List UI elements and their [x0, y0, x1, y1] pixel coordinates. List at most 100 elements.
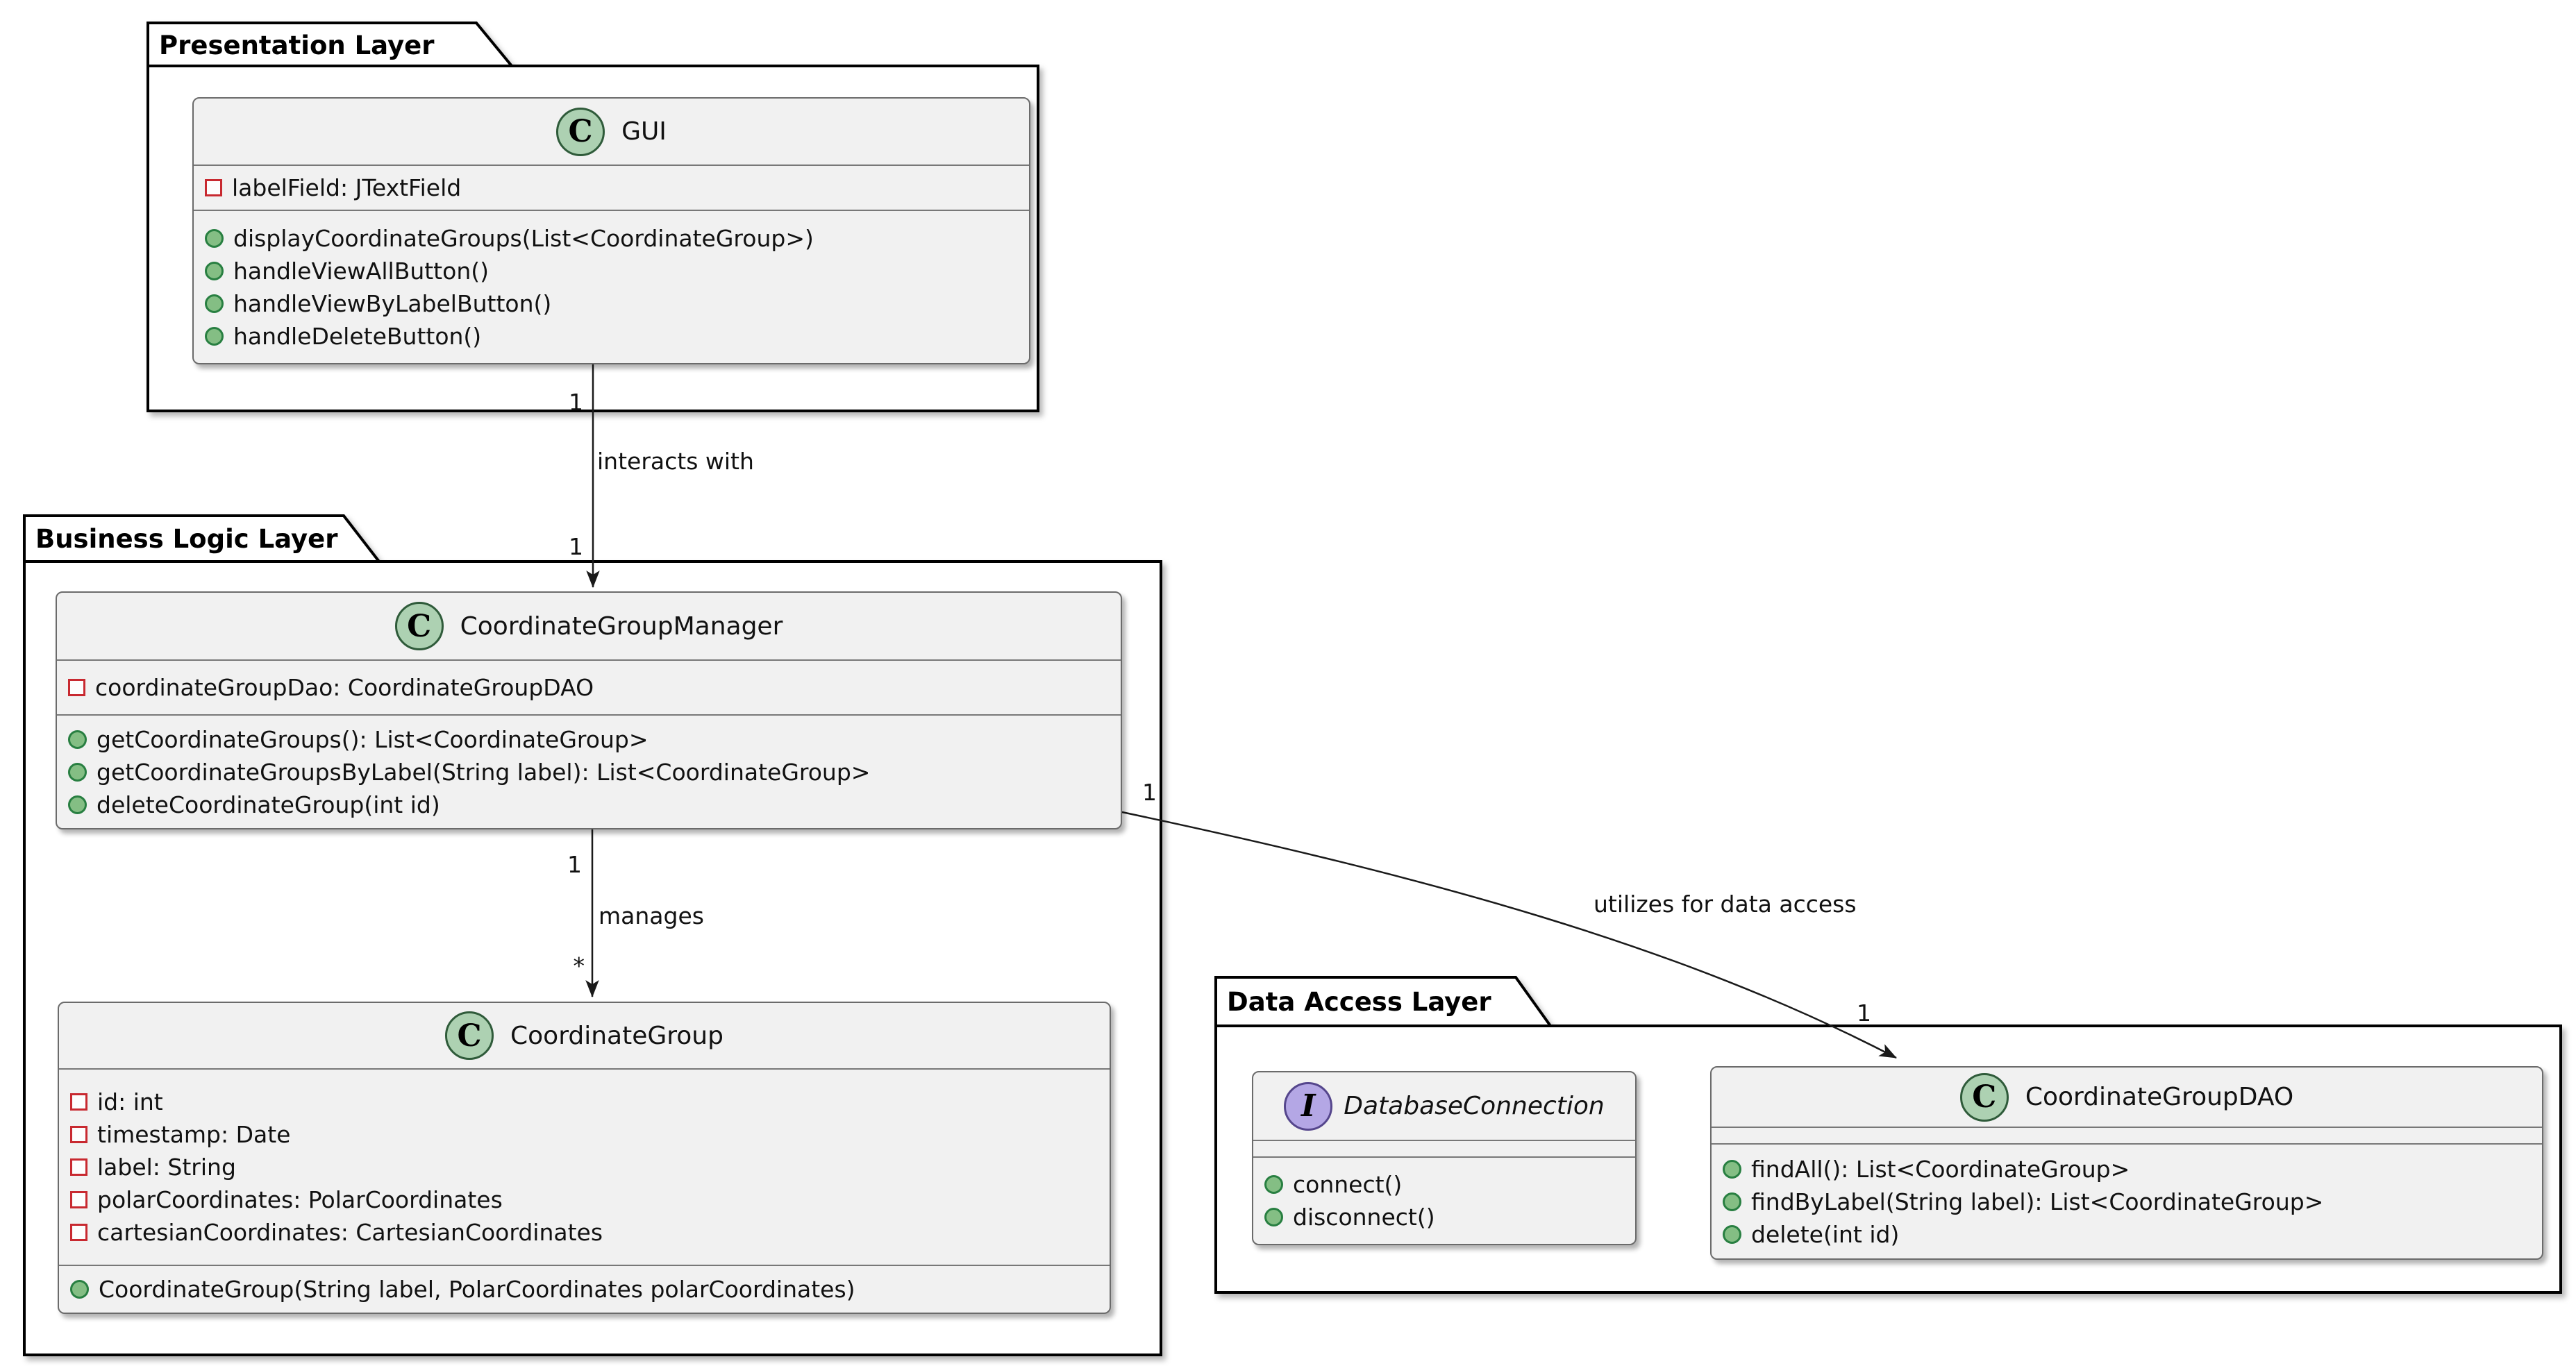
- attribute-row: polarCoordinates: PolarCoordinates: [70, 1183, 1098, 1216]
- edge-label-interacts-with: interacts with: [597, 448, 754, 475]
- attribute-text: id: int: [97, 1088, 163, 1115]
- method-row: deleteCoordinateGroup(int id): [68, 789, 1110, 821]
- class-box-gui: C GUI labelField: JTextField displayCoor…: [192, 97, 1030, 364]
- method-text: disconnect(): [1293, 1204, 1435, 1231]
- attribute-row: coordinateGroupDao: CoordinateGroupDAO: [68, 671, 1110, 704]
- class-stereotype-icon: C: [394, 602, 444, 650]
- stereotype-letter: I: [1300, 1088, 1316, 1124]
- class-stereotype-icon: C: [556, 107, 605, 156]
- public-method-icon: [68, 730, 87, 749]
- class-stereotype-icon: C: [445, 1011, 494, 1060]
- method-row: getCoordinateGroupsByLabel(String label)…: [68, 756, 1110, 789]
- attribute-text: labelField: JTextField: [232, 174, 462, 201]
- public-method-icon: [1723, 1159, 1741, 1179]
- public-method-icon: [68, 795, 87, 814]
- package-title-presentation-layer: Presentation Layer: [159, 31, 435, 60]
- attribute-row: timestamp: Date: [70, 1118, 1098, 1151]
- private-field-icon: [70, 1191, 87, 1208]
- multiplicity-manager-source: 1: [567, 851, 582, 878]
- class-box-coordinate-group-dao: C CoordinateGroupDAO findAll(): List<Coo…: [1710, 1066, 2543, 1260]
- class-attributes-gui: labelField: JTextField: [194, 166, 1029, 210]
- public-method-icon: [68, 762, 87, 782]
- class-name: CoordinateGroupDAO: [2025, 1083, 2294, 1111]
- method-row: connect(): [1264, 1168, 1624, 1201]
- edge-label-manages: manages: [599, 902, 704, 929]
- class-methods-dao: findAll(): List<CoordinateGroup> findByL…: [1712, 1143, 2542, 1258]
- method-row: findByLabel(String label): List<Coordina…: [1723, 1186, 2531, 1218]
- public-method-icon: [205, 228, 224, 248]
- class-methods-manager: getCoordinateGroups(): List<CoordinateGr…: [57, 714, 1121, 828]
- method-row: handleDeleteButton(): [205, 320, 1018, 353]
- method-text: handleViewAllButton(): [233, 257, 489, 285]
- public-method-icon: [205, 261, 224, 280]
- class-attributes-dao: [1712, 1128, 2542, 1143]
- multiplicity-group-end: *: [573, 952, 585, 979]
- interface-stereotype-icon: I: [1284, 1081, 1333, 1131]
- package-title-business-logic-layer: Business Logic Layer: [35, 524, 338, 554]
- attribute-row: labelField: JTextField: [205, 171, 1018, 204]
- method-text: getCoordinateGroups(): List<CoordinateGr…: [97, 725, 649, 753]
- association-manager-to-dao: [1121, 811, 1897, 1059]
- attribute-text: cartesianCoordinates: CartesianCoordinat…: [97, 1219, 603, 1246]
- stereotype-letter: C: [407, 608, 432, 644]
- method-row: findAll(): List<CoordinateGroup>: [1723, 1153, 2531, 1186]
- class-box-coordinate-group-manager: C CoordinateGroupManager coordinateGroup…: [56, 591, 1122, 829]
- method-row: getCoordinateGroups(): List<CoordinateGr…: [68, 723, 1110, 756]
- class-header-group: C CoordinateGroup: [59, 1003, 1110, 1070]
- method-text: handleDeleteButton(): [233, 322, 482, 350]
- multiplicity-gui-end: 1: [569, 389, 583, 416]
- class-name: CoordinateGroupManager: [460, 612, 783, 641]
- attribute-row: cartesianCoordinates: CartesianCoordinat…: [70, 1216, 1098, 1249]
- method-text: delete(int id): [1751, 1220, 1900, 1248]
- class-stereotype-icon: C: [1959, 1072, 2009, 1122]
- method-text: deleteCoordinateGroup(int id): [97, 791, 440, 818]
- public-method-icon: [1264, 1175, 1283, 1194]
- class-methods-group: CoordinateGroup(String label, PolarCoord…: [59, 1265, 1110, 1313]
- method-text: getCoordinateGroupsByLabel(String label)…: [97, 758, 871, 786]
- class-name: GUI: [621, 117, 667, 146]
- method-row: disconnect(): [1264, 1201, 1624, 1233]
- class-box-coordinate-group: C CoordinateGroup id: int timestamp: Dat…: [58, 1002, 1111, 1314]
- method-row: displayCoordinateGroups(List<CoordinateG…: [205, 222, 1018, 255]
- method-text: findByLabel(String label): List<Coordina…: [1751, 1188, 2324, 1215]
- interface-box-database-connection: I DatabaseConnection connect() disconnec…: [1252, 1071, 1637, 1245]
- method-text: handleViewByLabelButton(): [233, 289, 552, 317]
- public-method-icon: [70, 1280, 89, 1299]
- stereotype-letter: C: [568, 114, 593, 149]
- public-method-icon: [205, 326, 224, 346]
- method-text: findAll(): List<CoordinateGroup>: [1751, 1155, 2130, 1183]
- class-header-manager: C CoordinateGroupManager: [57, 593, 1121, 661]
- stereotype-letter: C: [457, 1018, 482, 1054]
- attribute-row: label: String: [70, 1151, 1098, 1183]
- multiplicity-manager-dao-source: 1: [1142, 779, 1157, 806]
- public-method-icon: [205, 294, 224, 313]
- private-field-icon: [205, 179, 222, 196]
- private-field-icon: [70, 1224, 87, 1241]
- private-field-icon: [70, 1126, 87, 1143]
- interface-name: DatabaseConnection: [1344, 1092, 1605, 1120]
- attribute-text: coordinateGroupDao: CoordinateGroupDAO: [95, 674, 594, 701]
- private-field-icon: [68, 679, 85, 696]
- attribute-text: label: String: [97, 1154, 236, 1181]
- class-header-gui: C GUI: [194, 99, 1029, 166]
- private-field-icon: [70, 1093, 87, 1111]
- class-methods-gui: displayCoordinateGroups(List<CoordinateG…: [194, 210, 1029, 363]
- attribute-text: polarCoordinates: PolarCoordinates: [97, 1186, 503, 1213]
- public-method-icon: [1723, 1192, 1741, 1211]
- class-attributes-manager: coordinateGroupDao: CoordinateGroupDAO: [57, 661, 1121, 714]
- multiplicity-manager-end: 1: [569, 533, 583, 560]
- public-method-icon: [1723, 1224, 1741, 1244]
- method-row: handleViewAllButton(): [205, 255, 1018, 287]
- edge-label-utilizes-for-data-access: utilizes for data access: [1594, 891, 1857, 918]
- stereotype-letter: C: [1972, 1079, 1997, 1115]
- class-methods-connection: connect() disconnect(): [1253, 1156, 1635, 1244]
- class-attributes-connection: [1253, 1141, 1635, 1156]
- method-row: handleViewByLabelButton(): [205, 287, 1018, 320]
- method-text: connect(): [1293, 1171, 1403, 1198]
- package-title-data-access-layer: Data Access Layer: [1227, 987, 1491, 1017]
- method-text: displayCoordinateGroups(List<CoordinateG…: [233, 224, 814, 252]
- attribute-text: timestamp: Date: [97, 1121, 291, 1148]
- private-field-icon: [70, 1158, 87, 1176]
- method-text: CoordinateGroup(String label, PolarCoord…: [99, 1276, 855, 1303]
